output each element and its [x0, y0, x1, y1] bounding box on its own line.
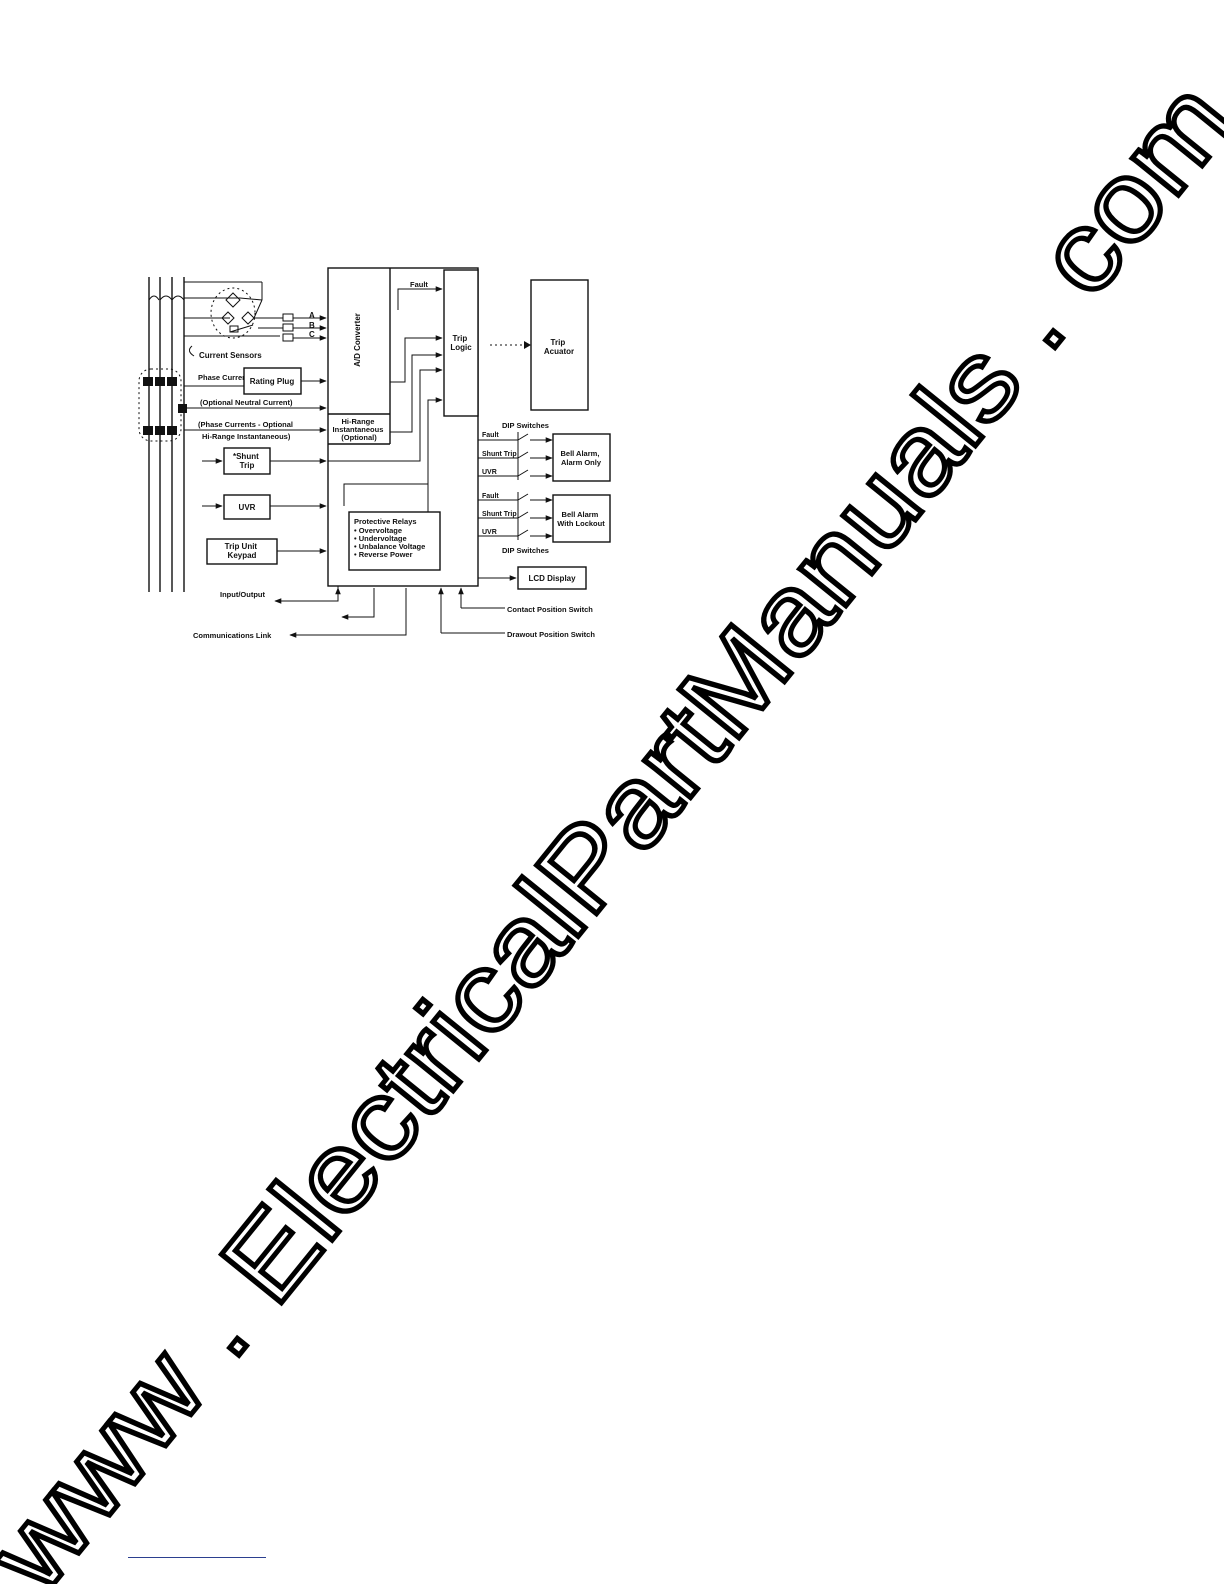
- optional-neutral-label: (Optional Neutral Current): [200, 398, 293, 407]
- contact-position-switch-label: Contact Position Switch: [507, 605, 593, 614]
- drawout-position-switch-label: Drawout Position Switch: [507, 630, 595, 639]
- phase-label-c: C: [309, 330, 315, 339]
- trip-actuator-box: [530, 279, 589, 411]
- hi-range-box-label: Hi-Range Instantaneous (Optional): [333, 417, 386, 442]
- trip-unit-keypad-label: Trip Unit Keypad: [225, 542, 260, 560]
- switch-fault-top: Fault: [482, 432, 499, 439]
- lcd-display-box: [517, 566, 587, 590]
- phase-currents-optional-label: (Phase Currents - Optional: [198, 420, 293, 429]
- protective-relays-label: Protective Relays • Overvoltage • Underv…: [354, 517, 427, 559]
- footer-rule: [128, 1557, 266, 1558]
- input-output-label: Input/Output: [220, 590, 265, 599]
- bus-bars: [138, 277, 187, 592]
- dip-switches-bottom-label: DIP Switches: [502, 546, 549, 555]
- bottom-connections: [274, 586, 505, 638]
- fault-label: Fault: [410, 280, 428, 289]
- rating-plug-box: [243, 367, 302, 395]
- watermark-text: www . ElectricalPartManuals . com: [0, 58, 1224, 1584]
- switch-uvr-bottom: UVR: [482, 529, 497, 536]
- switch-fault-bottom: Fault: [482, 493, 499, 500]
- trip-unit-keypad-box: [206, 538, 278, 565]
- phase-label-a: A: [309, 311, 315, 320]
- communications-link-label: Communications Link: [193, 631, 272, 640]
- bell-alarm-only-box: [552, 433, 611, 482]
- ad-converter-label: A/D Converter: [353, 313, 362, 367]
- sensor-network: [184, 281, 327, 342]
- switch-uvr-top: UVR: [482, 469, 497, 476]
- lcd-display-label: LCD Display: [528, 574, 576, 583]
- uvr-box: [223, 494, 271, 520]
- trip-actuator-label: Trip Acuator: [544, 338, 574, 356]
- trip-logic-box: [443, 269, 479, 417]
- trip-logic-label: Trip Logic: [450, 334, 472, 352]
- dip-switches-bottom: [478, 492, 553, 540]
- internal-routing: [328, 286, 443, 512]
- bell-alarm-lockout-box: [552, 494, 611, 543]
- rating-plug-label: Rating Plug: [250, 377, 295, 386]
- switch-shunt-trip-top: Shunt Trip: [482, 451, 517, 458]
- phase-current-label: Phase Current: [198, 373, 250, 382]
- bell-alarm-only-label: Bell Alarm, Alarm Only: [561, 449, 602, 467]
- shunt-trip-label: *Shunt Trip: [233, 452, 261, 470]
- switch-shunt-trip-bottom: Shunt Trip: [482, 511, 517, 518]
- protective-relays-box: [348, 511, 441, 571]
- uvr-label: UVR: [239, 503, 256, 512]
- phase-label-b: B: [309, 321, 315, 330]
- hi-range-instantaneous-input-label: Hi-Range Instantaneous): [202, 432, 291, 441]
- dip-switches-top-label: DIP Switches: [502, 421, 549, 430]
- dip-switches-top: [478, 432, 553, 480]
- bell-alarm-lockout-label: Bell Alarm With Lockout: [557, 510, 605, 528]
- current-sensors-label: Current Sensors: [199, 351, 262, 360]
- shunt-trip-box: [223, 447, 271, 475]
